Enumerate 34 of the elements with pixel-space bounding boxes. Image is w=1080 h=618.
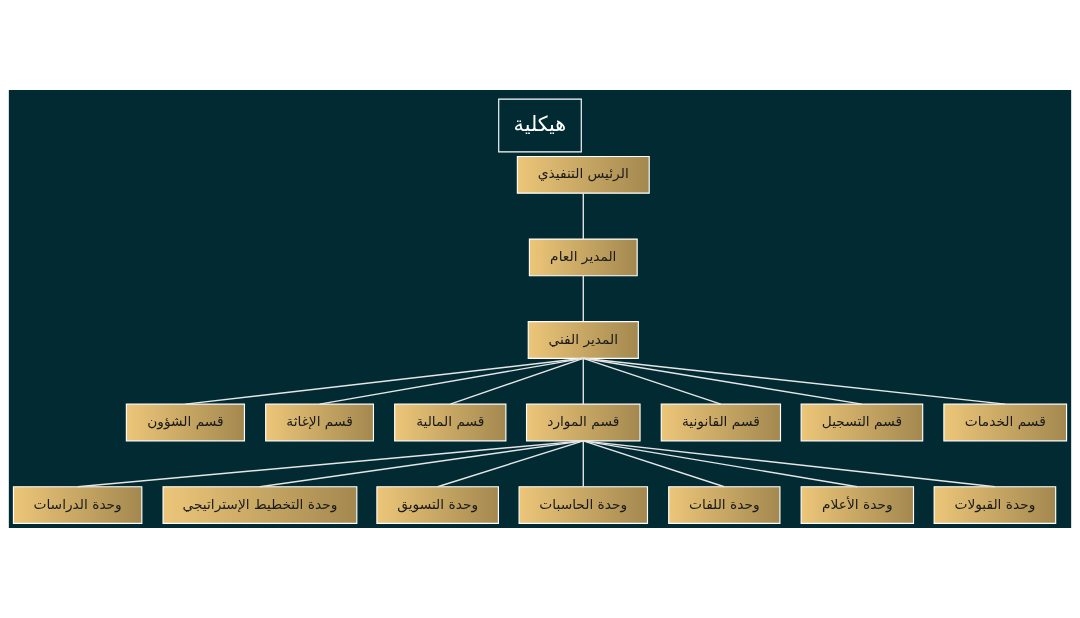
node-box: وحدة اللفات (668, 486, 781, 524)
connector (449, 357, 584, 405)
node-box: قسم القانونية (660, 403, 782, 442)
node-box: قسم الشؤون (125, 403, 246, 442)
node-box: قسم المالية (394, 403, 507, 442)
node-box: وحدة التسويق (376, 486, 499, 524)
connector (76, 440, 584, 488)
connector (582, 357, 1006, 405)
connector (582, 440, 725, 488)
connector (582, 440, 996, 488)
connector (582, 275, 584, 323)
connector (582, 357, 863, 405)
node-box: المدير الفني (527, 321, 639, 359)
connector (582, 440, 858, 488)
connector (437, 440, 584, 488)
node-box: قسم الإغاثة (265, 403, 375, 442)
node-box: قسم التسجيل (800, 403, 924, 442)
connector (582, 357, 722, 405)
node-box: المدير العام (528, 238, 638, 277)
connector (582, 440, 584, 488)
diagram-title: هيكلية (513, 111, 567, 136)
connector (582, 357, 584, 405)
connector (184, 357, 584, 405)
node-box: وحدة التخطيط الإستراتيجي (162, 486, 358, 524)
connector (582, 192, 584, 240)
node-box: وحدة القبولات (933, 486, 1057, 524)
node-box: وحدة الحاسبات (518, 486, 649, 524)
node-box: وحدة الدراسات (12, 486, 143, 524)
node-box: قسم الخدمات (943, 403, 1068, 442)
node-box: الرئيس التنفيذي (516, 155, 650, 194)
connector (318, 357, 584, 405)
node-box: وحدة الأعلام (800, 486, 915, 524)
connector (259, 440, 584, 488)
node-box: قسم الموارد (525, 403, 641, 442)
